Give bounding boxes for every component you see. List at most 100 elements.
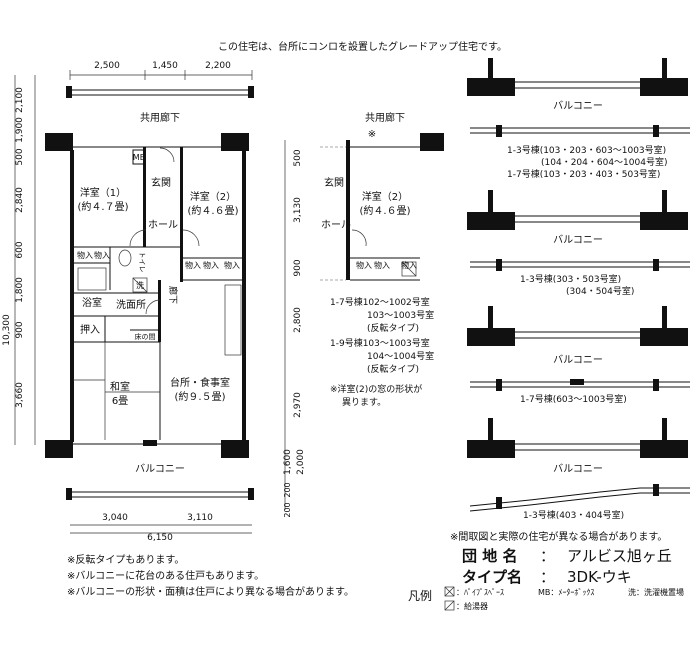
type-value: 3DK-ウキ bbox=[567, 568, 632, 586]
variant-3-caption-1: 1-7号棟(603～1003号室) bbox=[520, 393, 627, 405]
room-kitchen: 台所・食事室 bbox=[170, 376, 230, 389]
legend-heater: ：給湯器 bbox=[456, 601, 488, 611]
alt-note-4: 1-9号棟103～1003号室 bbox=[330, 337, 430, 349]
room-genkan: 玄関 bbox=[151, 176, 171, 189]
variant-4-label: バルコニー bbox=[553, 463, 603, 475]
alt-note-1: 1-7号棟102～1002号室 bbox=[330, 296, 430, 308]
alt-note-5: 104～1004号室 bbox=[367, 350, 434, 362]
alt-window-note-1: ※洋室(2)の窓の形状が bbox=[330, 383, 422, 395]
room-yoshitsu1: 洋室（1） bbox=[80, 186, 126, 199]
monoire-4: 物入 bbox=[203, 260, 219, 270]
right-dim-8: 200 bbox=[283, 482, 292, 497]
washer-label: 洗 bbox=[136, 280, 144, 290]
variant-1-label: バルコニー bbox=[553, 100, 603, 112]
room-tokonoma: 床の間 bbox=[135, 332, 156, 341]
left-dim-6: 1,800 bbox=[15, 277, 25, 303]
room-senmenjo: 洗面所 bbox=[116, 299, 146, 311]
variant-1-caption-1: 1-3号棟(103・203・603～1003号室) bbox=[507, 144, 666, 156]
left-dim-1: 2,100 bbox=[15, 87, 25, 113]
main-corridor-label: 共用廊下 bbox=[140, 111, 180, 124]
legend-washer: 洗：洗濯機置場 bbox=[628, 587, 684, 597]
legend-ps: ：ﾊﾟｲﾌﾟｽﾍﾟｰｽ bbox=[456, 588, 504, 597]
water-heater-icon bbox=[444, 600, 455, 611]
main-balcony-label: バルコニー bbox=[135, 463, 185, 475]
room-yoshitsu2: 洋室（2） bbox=[190, 190, 236, 203]
header-note: この住宅は、台所にコンロを設置したグレードアップ住宅です。 bbox=[218, 40, 507, 53]
alt-genkan: 玄関 bbox=[324, 176, 344, 189]
left-dim-7: 900 bbox=[15, 321, 25, 338]
room-washitsu-size: 6畳 bbox=[112, 395, 128, 407]
top-dim-2: 1,450 bbox=[152, 61, 178, 71]
alt-note-2: 103～1003号室 bbox=[367, 309, 434, 321]
alt-monoire-2: 物入 bbox=[374, 260, 390, 270]
bottom-dim-1: 3,040 bbox=[102, 513, 128, 523]
room-yokushitsu: 浴室 bbox=[82, 296, 102, 309]
left-dim-4: 2,840 bbox=[15, 187, 25, 213]
pipe-space-icon bbox=[444, 586, 455, 597]
variant-2-label: バルコニー bbox=[553, 234, 603, 246]
right-dim-3: 900 bbox=[293, 259, 303, 276]
right-dim-4: 2,800 bbox=[293, 307, 303, 333]
footnote-3: ※バルコニーの形状・面積は住戸により異なる場合があります。 bbox=[67, 585, 354, 598]
left-dim-5: 600 bbox=[15, 241, 25, 258]
left-dim-total: 10,300 bbox=[2, 314, 12, 346]
type-label: タイプ名 bbox=[462, 568, 522, 586]
mb-label: MB bbox=[133, 153, 145, 162]
alt-floor-plan: 共用廊下 ※ 玄関 ホール 洋室（2） (約４.６畳) 物入 物入 物入 1-7… bbox=[320, 111, 444, 408]
room-yoshitsu1-size: (約４.７畳) bbox=[78, 200, 129, 213]
right-dim-7: 2,000 bbox=[296, 449, 306, 475]
monoire-5: 物入 bbox=[224, 260, 240, 270]
room-hall: ホール bbox=[148, 219, 178, 231]
toilet-label: トイレ bbox=[138, 252, 146, 273]
alt-note-3: (反転タイプ) bbox=[367, 323, 419, 334]
right-dim-6: 1,600 bbox=[283, 449, 293, 475]
top-dim-3: 2,200 bbox=[205, 61, 231, 71]
right-dim-5: 2,970 bbox=[293, 392, 303, 418]
top-dim-1: 2,500 bbox=[94, 61, 120, 71]
room-rouka: 廊下 bbox=[167, 286, 179, 304]
disclaimer: ※間取図と実際の住宅が異なる場合があります。 bbox=[450, 530, 667, 543]
alt-hall: ホール bbox=[321, 219, 351, 231]
room-washitsu: 和室 bbox=[110, 380, 130, 393]
type-colon: ： bbox=[540, 568, 555, 586]
footnote-2: ※バルコニーに花台のある住戸もあります。 bbox=[67, 569, 264, 582]
right-dim-9: 200 bbox=[283, 502, 292, 517]
bottom-dim-2: 3,110 bbox=[187, 513, 213, 523]
right-dim-2: 3,130 bbox=[293, 197, 303, 223]
monoire-3: 物入 bbox=[185, 260, 201, 270]
left-dim-3: 500 bbox=[15, 148, 25, 165]
danchi-label: 団 地 名 bbox=[462, 547, 517, 565]
variant-2-caption-2: (304・504号室) bbox=[566, 285, 634, 297]
room-oshiire: 押入 bbox=[80, 323, 100, 336]
monoire-2: 物入 bbox=[94, 250, 110, 260]
variant-4-caption-1: 1-3号棟(403・404号室) bbox=[523, 509, 624, 521]
alt-note-6: (反転タイプ) bbox=[367, 364, 419, 375]
alt-corridor-label: 共用廊下 bbox=[365, 111, 405, 124]
legend-title: 凡例 bbox=[408, 589, 432, 603]
left-dim-8: 3,660 bbox=[15, 382, 25, 408]
bottom-dim-total: 6,150 bbox=[147, 533, 173, 543]
variant-3-label: バルコニー bbox=[553, 354, 603, 366]
room-kitchen-size: (約９.５畳) bbox=[175, 390, 226, 403]
alt-window-note-2: 異ります。 bbox=[342, 397, 386, 408]
room-yoshitsu2-size: (約４.６畳) bbox=[188, 204, 239, 217]
legend-mb: MB：ﾒｰﾀｰﾎﾞｯｸｽ bbox=[538, 588, 594, 597]
variant-1-caption-3: 1-7号棟(103・203・403・503号室) bbox=[507, 168, 660, 180]
alt-monoire-1: 物入 bbox=[356, 260, 372, 270]
alt-asterisk: ※ bbox=[368, 129, 376, 140]
alt-monoire-3: 物入 bbox=[401, 260, 417, 270]
balcony-variant-2: バルコニー 1-3号棟(303・503号室) (304・504号室) bbox=[467, 190, 690, 297]
main-floor-plan: 2,500 1,450 2,200 共用廊下 2,100 1,900 500 2… bbox=[2, 61, 306, 543]
left-dim-2: 1,900 bbox=[15, 117, 25, 143]
balcony-variant-1: バルコニー 1-3号棟(103・203・603～1003号室) (104・204… bbox=[467, 58, 690, 180]
right-dim-1: 500 bbox=[293, 149, 303, 166]
variant-2-caption-1: 1-3号棟(303・503号室) bbox=[520, 273, 621, 285]
balcony-variant-3: バルコニー 1-7号棟(603～1003号室) bbox=[467, 306, 690, 405]
danchi-colon: ： bbox=[540, 547, 555, 565]
monoire-1: 物入 bbox=[77, 250, 93, 260]
footnote-1: ※反転タイプもあります。 bbox=[67, 554, 184, 566]
alt-yoshitsu2: 洋室（2） bbox=[362, 190, 408, 203]
danchi-value: アルビス旭ヶ丘 bbox=[567, 547, 672, 565]
variant-1-caption-2: (104・204・604～1004号室) bbox=[541, 156, 667, 168]
